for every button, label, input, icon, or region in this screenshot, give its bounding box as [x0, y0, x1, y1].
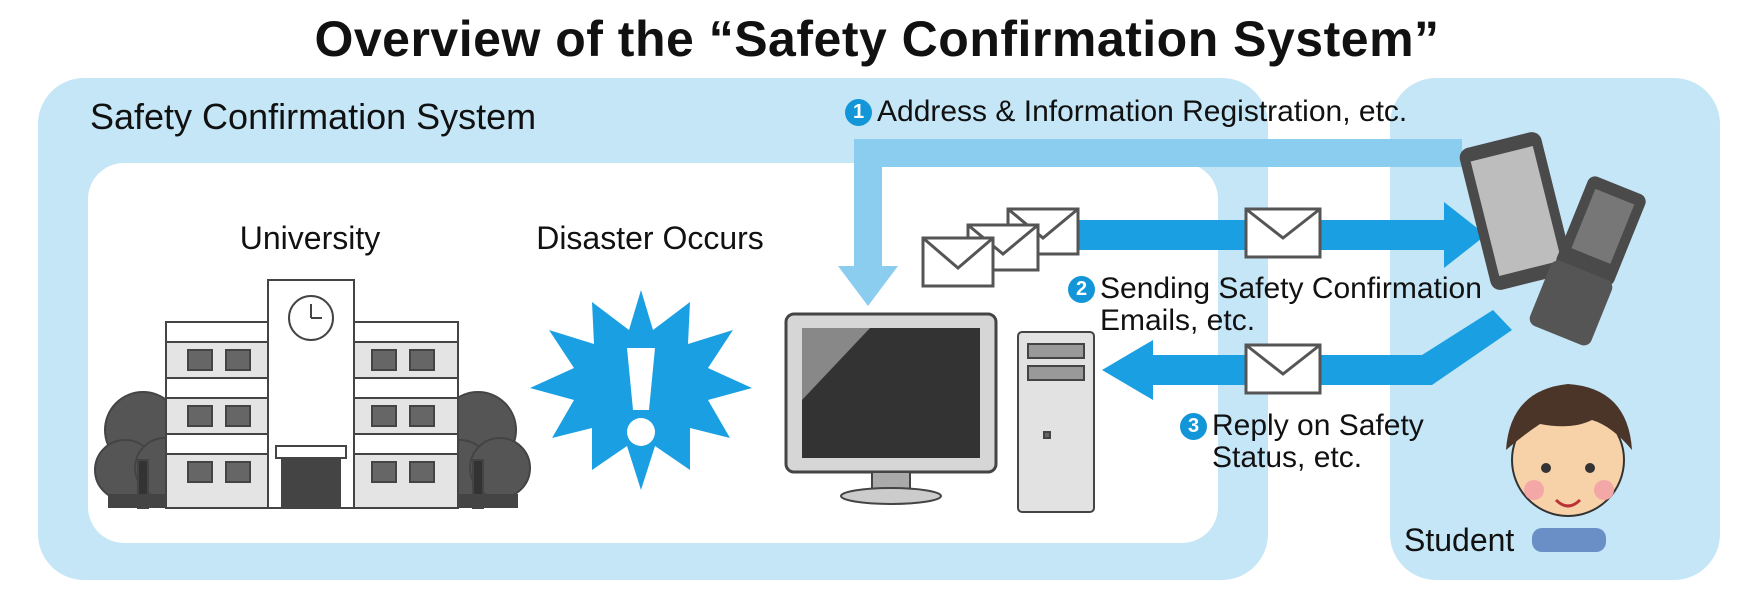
university-label: University	[239, 220, 381, 256]
pc-tower-icon	[1017, 331, 1095, 513]
step-2-text-line-2: Emails, etc.	[1100, 304, 1256, 337]
step-1-text: Address & Information Registration, etc.	[877, 95, 1408, 128]
monitor-icon	[784, 312, 998, 505]
diagram-title: Overview of the “Safety Confirmation Sys…	[314, 11, 1440, 67]
disaster-label: Disaster Occurs	[536, 220, 764, 256]
step-1-badge: 1	[845, 99, 872, 126]
student-avatar-icon	[1506, 384, 1632, 552]
student-label: Student	[1404, 522, 1515, 558]
system-label: Safety Confirmation System	[90, 96, 537, 137]
registration-arrow	[838, 139, 1462, 306]
step-2-text-line-1: Sending Safety Confirmation	[1100, 272, 1482, 305]
step-3-badge: 3	[1180, 413, 1207, 440]
reply-arrow	[1102, 310, 1512, 400]
step-3-text-line-2: Status, etc.	[1212, 441, 1363, 474]
step-2-badge: 2	[1068, 276, 1095, 303]
disaster-burst-icon	[530, 290, 752, 490]
university-building-icon	[94, 279, 531, 509]
step-3-text-line-1: Reply on Safety	[1212, 409, 1424, 442]
email-envelope-icon	[921, 207, 1322, 395]
smartphone-icon	[1459, 132, 1573, 290]
flip-phone-icon	[1529, 176, 1646, 346]
